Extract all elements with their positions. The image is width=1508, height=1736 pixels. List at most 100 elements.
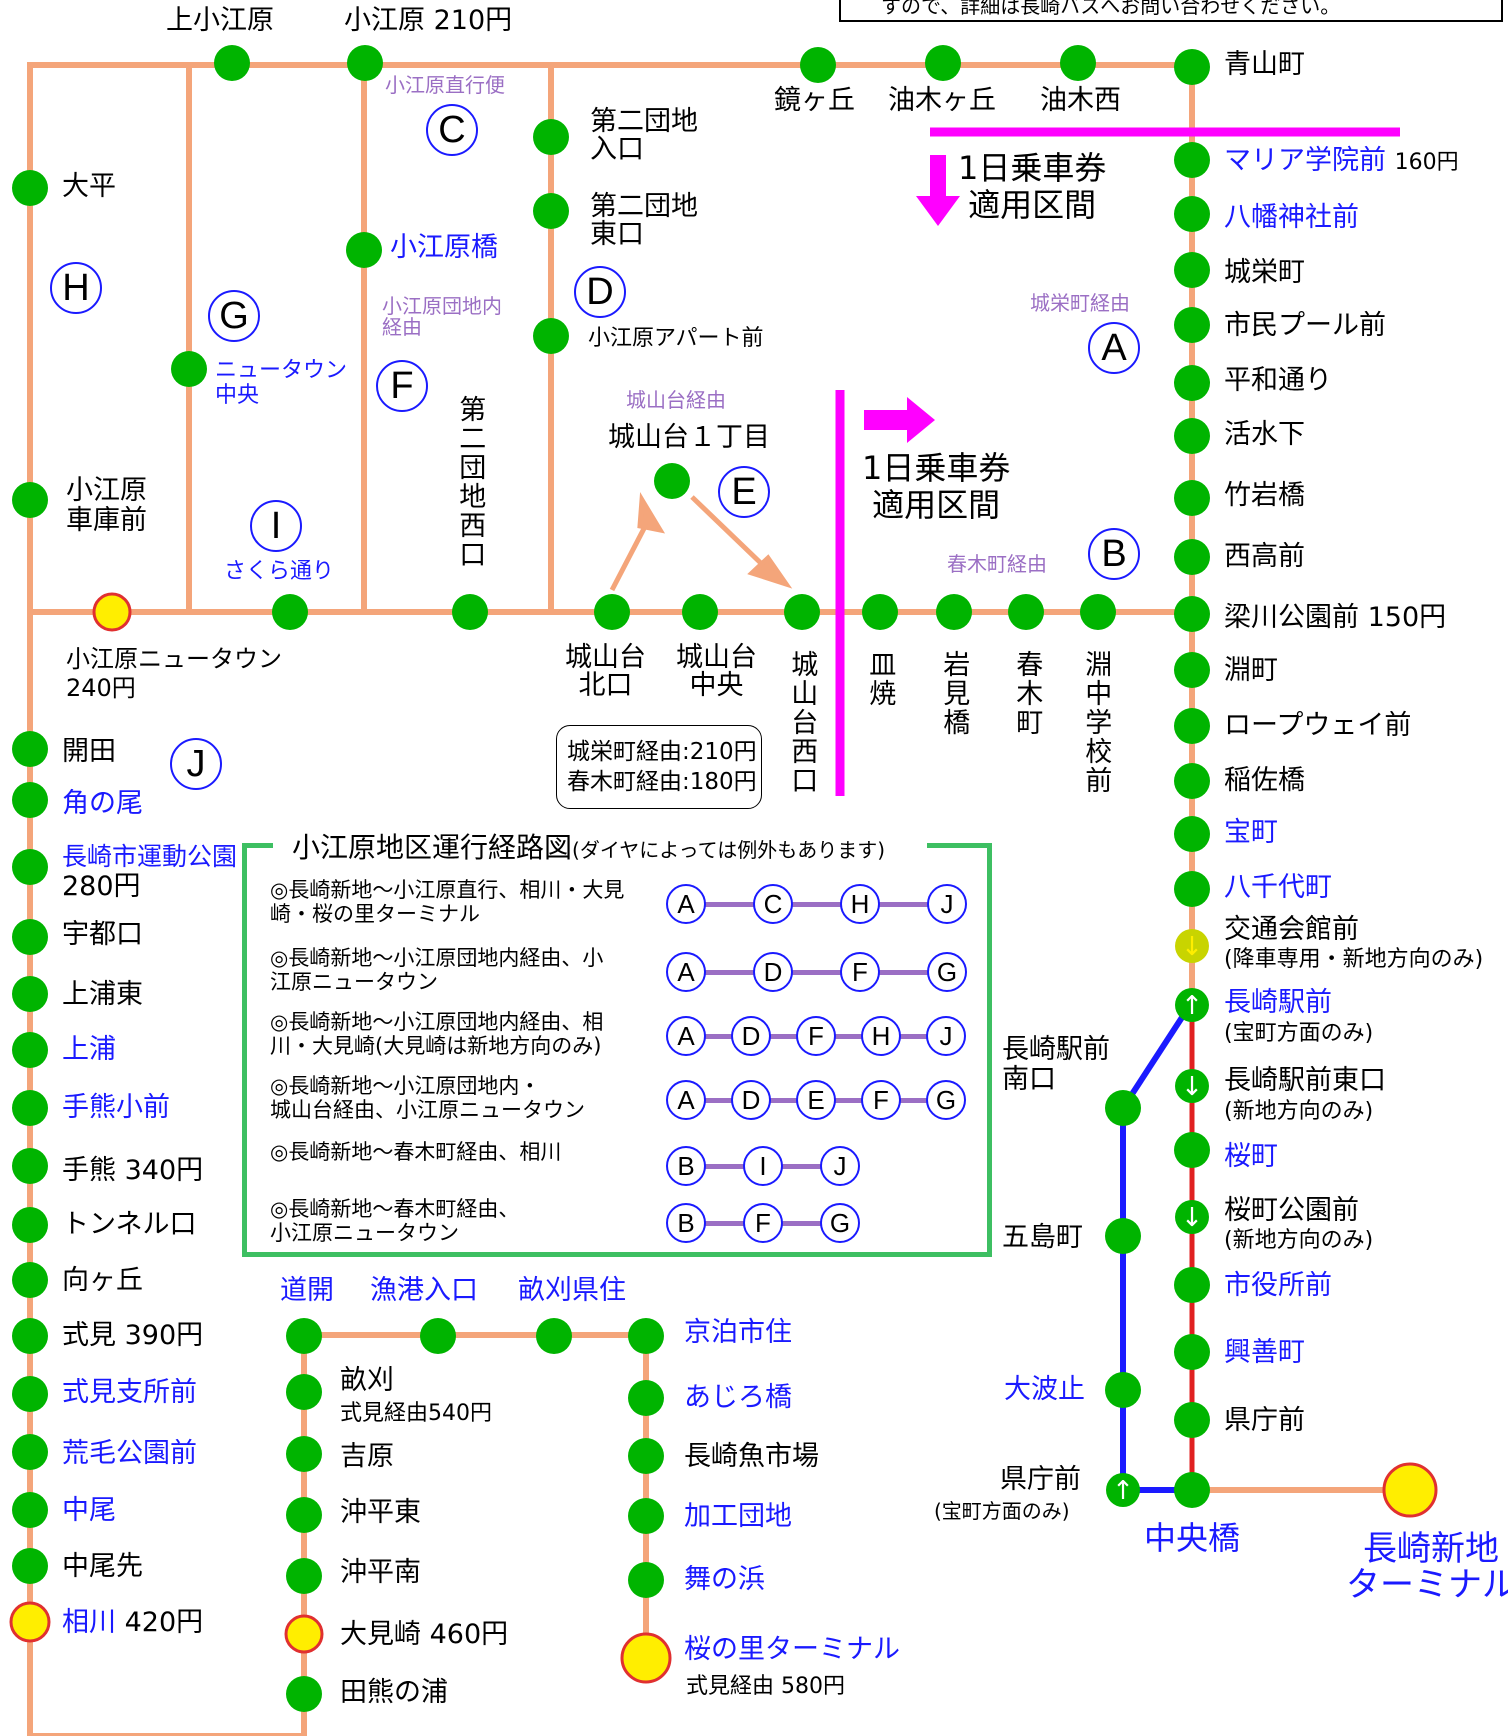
stop-label-undou-fare: 280円 (62, 871, 141, 902)
stop-label-ekimae-higashi: 長崎駅前東口 (1224, 1065, 1386, 1096)
stop-marker-apart (533, 318, 569, 354)
stop-label-takumanoura: 田熊の浦 (340, 1677, 448, 1708)
stop-marker-goto (1105, 1218, 1141, 1254)
stop-marker-ekimae-higashi: ↓ (1175, 1069, 1209, 1103)
stop-marker-nishi (784, 594, 820, 630)
stop-marker-chuobashi (1174, 1472, 1210, 1508)
stop-label-kamiura: 上浦 (62, 1034, 116, 1065)
label-okbaru-danchi: 小江原団地内 経由 (382, 294, 502, 339)
legend-route-letter: I (743, 1146, 783, 1186)
stop-marker-yanagawa (1174, 596, 1210, 632)
stop-label-sakura-dori: さくら通り (224, 559, 335, 584)
stop-marker-yachiyo (1174, 871, 1210, 907)
stop-marker-arake (12, 1434, 48, 1470)
label-haruki-keiyu: 春木町経由 (947, 552, 1047, 576)
stop-label-kenchou2: 県庁前 (1000, 1464, 1081, 1495)
legend-route-letter: C (753, 884, 793, 924)
stop-marker-uoichiba (628, 1438, 664, 1474)
stop-label-unekari-kenju: 畝刈県住 (518, 1275, 626, 1306)
notice-box: すので、詳細は長崎バスへお問い合わせください。 (839, 0, 1503, 22)
legend-route-letter: A (666, 1080, 706, 1120)
legend-route-letter: F (840, 952, 880, 992)
legend-route-letter: G (926, 1080, 966, 1120)
stop-marker-minamiguchi (1105, 1090, 1141, 1126)
stop-label-kyodomari: 京泊市住 (684, 1317, 792, 1348)
stop-marker-takara (1174, 816, 1210, 852)
legend-title: 小江原地区運行経路図(ダイヤによっては例外もあります) (292, 831, 886, 864)
stop-label-inasa: 稲佐橋 (1224, 765, 1305, 796)
stop-marker-kaita (12, 731, 48, 767)
stop-note-ekimae-higashi: (新地方向のみ) (1224, 1099, 1374, 1124)
stop-label-sakuranosato-fare: 式見経由 580円 (686, 1674, 845, 1699)
route-arrow-down (690, 495, 770, 572)
stop-label-ajiro: あじろ橋 (684, 1382, 792, 1413)
stop-marker-takeiwa (1174, 480, 1210, 516)
stop-marker-tekuma-sho (12, 1090, 48, 1126)
stop-marker-fuchi-chu (1080, 594, 1116, 630)
stop-label-joei: 城栄町 (1224, 257, 1305, 288)
stop-marker-daini-iriguchi (533, 119, 569, 155)
stop-marker-tunnel (12, 1207, 48, 1243)
stop-marker-ajiro (628, 1380, 664, 1416)
stop-label-kyougaoka: 鏡ヶ丘 (774, 85, 855, 116)
legend-route-letter: B (666, 1146, 706, 1186)
stop-label-okihira-higashi: 沖平東 (340, 1497, 421, 1528)
pass-arrow-right (864, 397, 935, 443)
legend-route-desc: ◎長崎新地～春木町経由、相川 (270, 1140, 562, 1164)
legend-route-desc: ◎長崎新地～小江原団地内経由、相 川・大見崎(大見崎は新地方向のみ) (270, 1010, 604, 1059)
route-badge-g: G (208, 290, 260, 342)
legend-route-letter: D (731, 1080, 771, 1120)
legend-route-letter: F (796, 1016, 836, 1056)
stop-marker-sakura-park: ↓ (1175, 1200, 1209, 1234)
stop-label-utsuguchi: 宇都口 (62, 919, 143, 950)
stop-label-ohira: 大平 (62, 171, 116, 202)
stop-label-shinchi-terminal: 長崎新地 ターミナル (1346, 1529, 1508, 1605)
svg-text:↓: ↓ (1181, 1072, 1203, 1102)
terminal-marker-shinchi (1382, 1462, 1438, 1518)
stop-marker-tsunoo (12, 782, 48, 818)
stop-marker-nishitaka (1174, 539, 1210, 575)
stop-marker-shiroyama1 (654, 463, 690, 499)
stop-label-tunnel: トンネル口 (62, 1209, 197, 1240)
svg-text:↑: ↑ (1181, 991, 1203, 1021)
stop-label-daini-iriguchi: 第二団地 入口 (590, 106, 698, 166)
pass-arrow-down (916, 155, 960, 226)
stop-marker-koutsu: ↓ (1175, 929, 1209, 963)
legend-route-letter: G (820, 1203, 860, 1243)
stop-note-kenchou2: (宝町方面のみ) (934, 1499, 1070, 1523)
stop-marker-ekimae: ↑ (1175, 988, 1209, 1022)
terminal-marker-sakuranosato (620, 1632, 672, 1684)
stop-label-ropeway: ロープウェイ前 (1224, 710, 1412, 741)
stop-marker-sakuramachi (1174, 1132, 1210, 1168)
stop-marker-kouzen (1174, 1334, 1210, 1370)
stop-label-kaita: 開田 (62, 736, 116, 767)
fare-callout-text: 城栄町経由:210円 春木町経由:180円 (567, 739, 757, 795)
stop-marker-newtown-chuo (171, 351, 207, 387)
stop-note-sakura-park: (新地方向のみ) (1224, 1228, 1374, 1253)
stop-marker-dokai (286, 1318, 322, 1354)
route-badge-f: F (376, 360, 428, 412)
stop-marker-shako (12, 482, 48, 518)
stop-marker-gyokou (420, 1318, 456, 1354)
stop-label-kouzen: 興善町 (1224, 1337, 1305, 1368)
stop-label-tsunoo: 角の尾 (62, 788, 143, 819)
legend-route-letter: J (927, 884, 967, 924)
blue-line (1120, 1000, 1195, 1493)
svg-text:↓: ↓ (1181, 932, 1203, 962)
stop-label-okbaru: 小江原 210円 (344, 5, 513, 36)
stop-label-nakao: 中尾 (62, 1495, 116, 1526)
stop-label-mukaigaoka: 向ヶ丘 (62, 1265, 143, 1296)
stop-label-unekari-fare: 式見経由540円 (340, 1401, 492, 1426)
stop-marker-heiwa (1174, 365, 1210, 401)
stop-marker-unekari (286, 1374, 322, 1410)
stop-label-okihira-minami: 沖平南 (340, 1557, 421, 1588)
stop-marker-yuginishi (1060, 45, 1096, 81)
stop-note-ekimae: (宝町方面のみ) (1224, 1021, 1374, 1046)
stop-label-shikimi: 式見 390円 (62, 1320, 204, 1351)
stop-label-daini-higashi: 第二団地 東口 (590, 191, 698, 251)
terminal-marker-newtown (92, 592, 132, 632)
